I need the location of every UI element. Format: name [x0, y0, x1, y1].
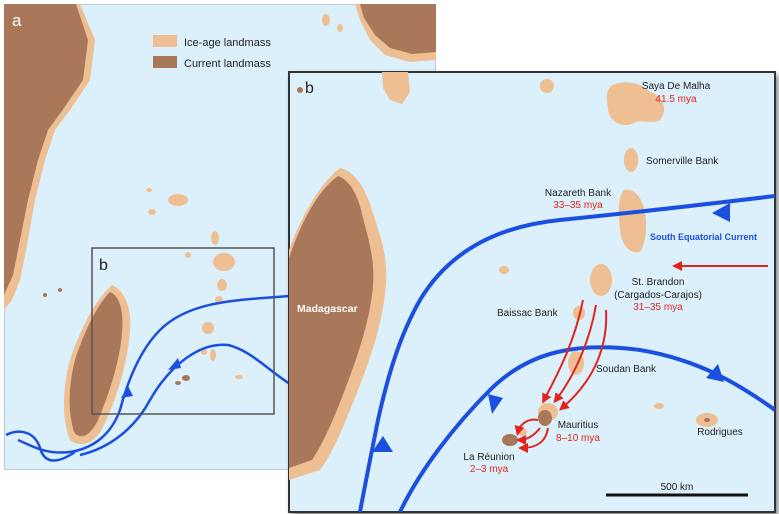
legend-swatch-current: [153, 56, 177, 68]
label-saya-de-malha: Saya De Malha: [642, 81, 711, 92]
panel-b-letter: b: [305, 80, 314, 97]
current-b-arrow-west: [372, 436, 393, 452]
label-somerville-bank: Somerville Bank: [646, 156, 719, 167]
label-st-brandon: St. Brandon: [632, 277, 685, 288]
label-south-equatorial-current: South Equatorial Current: [650, 232, 757, 242]
current-a-2: [79, 343, 291, 457]
label-cargados-carajos: (Cargados-Carajos): [614, 290, 702, 301]
bank-st-brandon: [590, 264, 612, 296]
scale-bar: 500 km: [606, 482, 748, 497]
label-madagascar: Madagascar: [297, 303, 358, 315]
age-mauritius: 8–10 mya: [556, 433, 600, 444]
current-b-arrow-right: [706, 364, 724, 382]
label-rodrigues: Rodrigues: [697, 427, 743, 438]
islet-west: [499, 266, 509, 274]
age-la-reunion: 2–3 mya: [470, 464, 509, 475]
islet-saya-west: [540, 79, 554, 93]
islet-top-left: [297, 87, 303, 93]
current-a-arrow-2: [168, 358, 181, 370]
label-la-reunion: La Réunion: [463, 452, 514, 463]
island-rodrigues-core: [704, 418, 710, 422]
current-a-3: [5, 430, 76, 462]
island-top-b: [382, 72, 410, 104]
bank-somerville: [624, 148, 638, 172]
feature-labels: Saya De Malha 41.5 mya Somerville Bank N…: [463, 81, 742, 475]
legend-swatch-ice-age: [153, 35, 177, 47]
islet-east: [654, 403, 664, 409]
current-b-arrow-east: [712, 203, 730, 222]
current-a-arrow-1: [121, 386, 133, 398]
scale-bar-label: 500 km: [661, 482, 694, 493]
mascarene-banks-a: [175, 253, 243, 385]
current-b-north: [358, 194, 775, 512]
seychelles-banks-a: [43, 14, 343, 297]
inset-letter: b: [99, 257, 108, 274]
india-land: [360, 4, 436, 54]
bank-nazareth: [618, 189, 647, 253]
legend-label-ice-age: Ice-age landmass: [184, 37, 271, 49]
label-baissac-bank: Baissac Bank: [497, 308, 559, 319]
current-b-arrow-south: [488, 394, 503, 414]
legend-label-current: Current landmass: [184, 58, 271, 70]
bank-saya-de-malha: [606, 82, 665, 126]
age-nazareth-bank: 33–35 mya: [553, 200, 603, 211]
africa-land: [4, 4, 88, 295]
dispersal-arrows: [514, 261, 768, 453]
label-soudan-bank: Soudan Bank: [596, 364, 657, 375]
age-st-brandon: 31–35 mya: [633, 302, 683, 313]
panel-a-letter: a: [12, 11, 22, 30]
label-mauritius: Mauritius: [558, 420, 599, 431]
label-nazareth-bank: Nazareth Bank: [545, 188, 612, 199]
island-mauritius: [538, 410, 552, 426]
madagascar-a-land: [69, 292, 123, 437]
age-saya-de-malha: 41.5 mya: [655, 94, 697, 105]
bank-baissac: [573, 306, 585, 320]
madagascar-b-land: [289, 176, 374, 468]
legend: Ice-age landmass Current landmass: [153, 35, 271, 70]
panel-b-content: Madagascar So: [289, 72, 775, 512]
inset-box: [91, 247, 275, 415]
island-reunion: [502, 434, 518, 446]
